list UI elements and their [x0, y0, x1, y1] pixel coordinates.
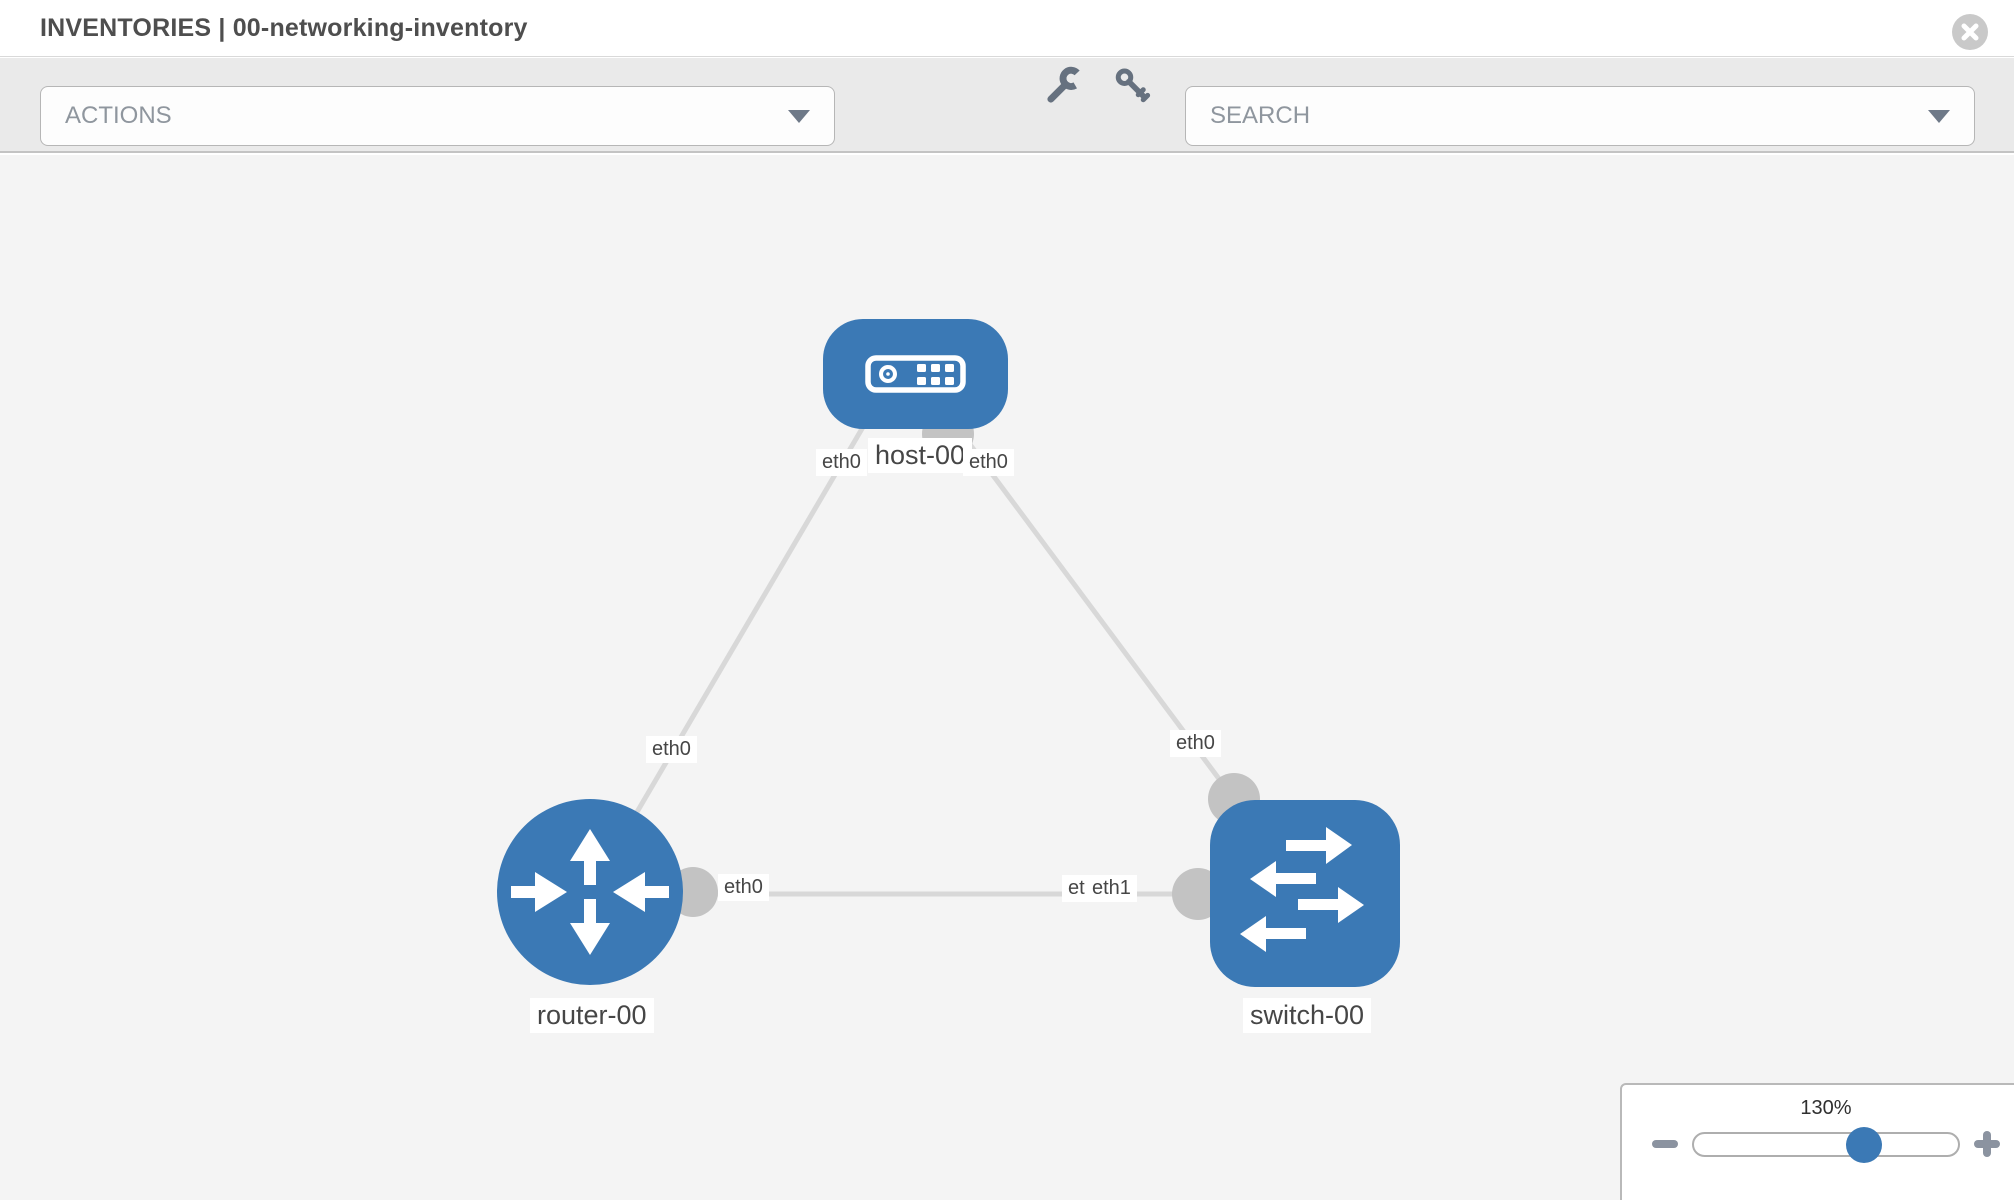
- key-icon: [1115, 68, 1151, 103]
- node-label-router: router-00: [530, 998, 654, 1034]
- router-icon: [511, 829, 669, 955]
- interface-label: eth0: [646, 736, 697, 763]
- zoom-in-button[interactable]: [1972, 1129, 2002, 1159]
- topology-svg: [497, 319, 1400, 987]
- switch-icon: [1240, 827, 1364, 952]
- wrench-icon: [1047, 66, 1080, 103]
- interface-label: eth0: [1170, 730, 1221, 757]
- toolbar: ACTIONS SEARCH: [0, 58, 2014, 153]
- zoom-out-button[interactable]: [1650, 1129, 1680, 1159]
- header: INVENTORIES | 00-networking-inventory: [0, 0, 2014, 57]
- interface-label: eth0: [816, 449, 867, 476]
- tools-button[interactable]: [1042, 64, 1086, 108]
- host-icon: [865, 355, 966, 393]
- node-label-switch: switch-00: [1243, 998, 1372, 1034]
- chevron-down-icon: [788, 109, 810, 123]
- actions-select[interactable]: ACTIONS: [40, 86, 835, 146]
- topology-canvas[interactable]: host-00 router-00 switch-00 eth0 eth0 et…: [0, 155, 2014, 1200]
- actions-select-label: ACTIONS: [65, 102, 172, 129]
- chevron-down-icon: [1928, 109, 1950, 123]
- node-host-00[interactable]: [823, 319, 1008, 429]
- node-switch-00[interactable]: [1210, 800, 1400, 987]
- credentials-button[interactable]: [1110, 64, 1154, 108]
- minus-icon: [1652, 1140, 1678, 1148]
- page-title: INVENTORIES | 00-networking-inventory: [40, 14, 528, 42]
- close-button[interactable]: [1952, 14, 1988, 50]
- zoom-slider-track[interactable]: [1692, 1132, 1960, 1157]
- search-placeholder: SEARCH: [1210, 102, 1311, 129]
- close-icon: [1961, 23, 1979, 41]
- interface-label: eth0: [718, 874, 769, 901]
- zoom-panel: 130%: [1620, 1083, 2014, 1200]
- node-label-host: host-00: [868, 438, 973, 474]
- zoom-slider-handle[interactable]: [1846, 1127, 1882, 1163]
- zoom-value: 130%: [1800, 1097, 1852, 1119]
- plus-icon: [1983, 1131, 1991, 1157]
- node-router-00[interactable]: [497, 799, 683, 985]
- search-select[interactable]: SEARCH: [1185, 86, 1975, 146]
- interface-label: eth0: [963, 449, 1014, 476]
- interface-label: eth1: [1086, 875, 1137, 902]
